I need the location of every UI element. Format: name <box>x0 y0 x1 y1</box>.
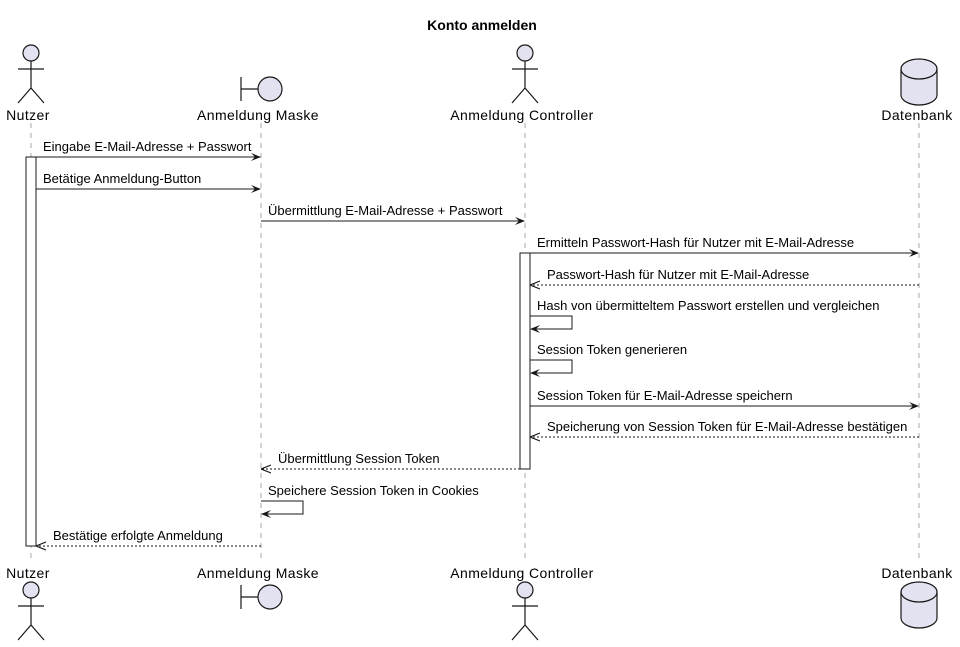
message-label: Bestätige erfolgte Anmeldung <box>53 528 223 543</box>
message-8: Session Token für E-Mail-Adresse speiche… <box>530 388 919 410</box>
participant-label: Nutzer <box>6 565 50 581</box>
message-label: Passwort-Hash für Nutzer mit E-Mail-Adre… <box>547 267 809 282</box>
participant-nutzer-bottom: Nutzer <box>6 565 50 641</box>
message-5: Passwort-Hash für Nutzer mit E-Mail-Adre… <box>531 267 919 285</box>
message-label: Hash von übermitteltem Passwort erstelle… <box>537 298 880 313</box>
participant-label: Datenbank <box>881 107 953 123</box>
message-label: Session Token für E-Mail-Adresse speiche… <box>537 388 793 403</box>
database-icon <box>900 581 938 629</box>
message-label: Speicherung von Session Token für E-Mail… <box>547 419 907 434</box>
participant-db-top: Datenbank <box>881 58 953 123</box>
participant-label: Anmeldung Controller <box>450 107 593 123</box>
message-7: Session Token generieren <box>530 342 687 377</box>
participant-db-bottom: Datenbank <box>881 565 953 629</box>
message-label: Speichere Session Token in Cookies <box>268 483 479 498</box>
self-message-arrow <box>530 359 573 377</box>
actor-icon <box>17 581 45 641</box>
self-message-arrow <box>530 315 573 333</box>
participant-maske-bottom: Anmeldung Maske <box>197 565 319 610</box>
database-icon <box>900 58 938 106</box>
activation-controller <box>519 252 531 470</box>
message-label: Eingabe E-Mail-Adresse + Passwort <box>43 139 252 154</box>
participant-label: Nutzer <box>6 107 50 123</box>
self-message-arrow <box>261 500 304 518</box>
message-12: Bestätige erfolgte Anmeldung <box>37 528 261 546</box>
message-3: Übermittlung E-Mail-Adresse + Passwort <box>261 203 525 225</box>
actor-icon <box>511 44 539 104</box>
message-11: Speichere Session Token in Cookies <box>261 483 479 518</box>
boundary-icon <box>240 76 283 102</box>
message-4: Ermitteln Passwort-Hash für Nutzer mit E… <box>530 235 919 257</box>
message-9: Speicherung von Session Token für E-Mail… <box>531 419 919 437</box>
activation-nutzer <box>25 156 37 547</box>
participant-controller-bottom: Anmeldung Controller <box>450 565 593 641</box>
message-1: Eingabe E-Mail-Adresse + Passwort <box>36 139 261 161</box>
participant-maske-top: Anmeldung Maske <box>197 76 319 123</box>
participant-label: Anmeldung Maske <box>197 107 319 123</box>
message-6: Hash von übermitteltem Passwort erstelle… <box>530 298 880 333</box>
message-label: Session Token generieren <box>537 342 687 357</box>
activation-bars <box>25 156 531 547</box>
actor-icon <box>17 44 45 104</box>
participant-label: Anmeldung Maske <box>197 565 319 581</box>
message-label: Betätige Anmeldung-Button <box>43 171 201 186</box>
message-2: Betätige Anmeldung-Button <box>36 171 261 193</box>
message-label: Ermitteln Passwort-Hash für Nutzer mit E… <box>537 235 854 250</box>
message-10: Übermittlung Session Token <box>262 451 520 469</box>
participant-label: Anmeldung Controller <box>450 565 593 581</box>
actor-icon <box>511 581 539 641</box>
diagram-title: Konto anmelden <box>427 17 537 33</box>
message-label: Übermittlung Session Token <box>278 451 440 466</box>
messages: Eingabe E-Mail-Adresse + PasswortBetätig… <box>36 139 919 546</box>
message-label: Übermittlung E-Mail-Adresse + Passwort <box>268 203 503 218</box>
boundary-icon <box>240 584 283 610</box>
participant-nutzer-top: Nutzer <box>6 44 50 123</box>
participant-controller-top: Anmeldung Controller <box>450 44 593 123</box>
participant-label: Datenbank <box>881 565 953 581</box>
